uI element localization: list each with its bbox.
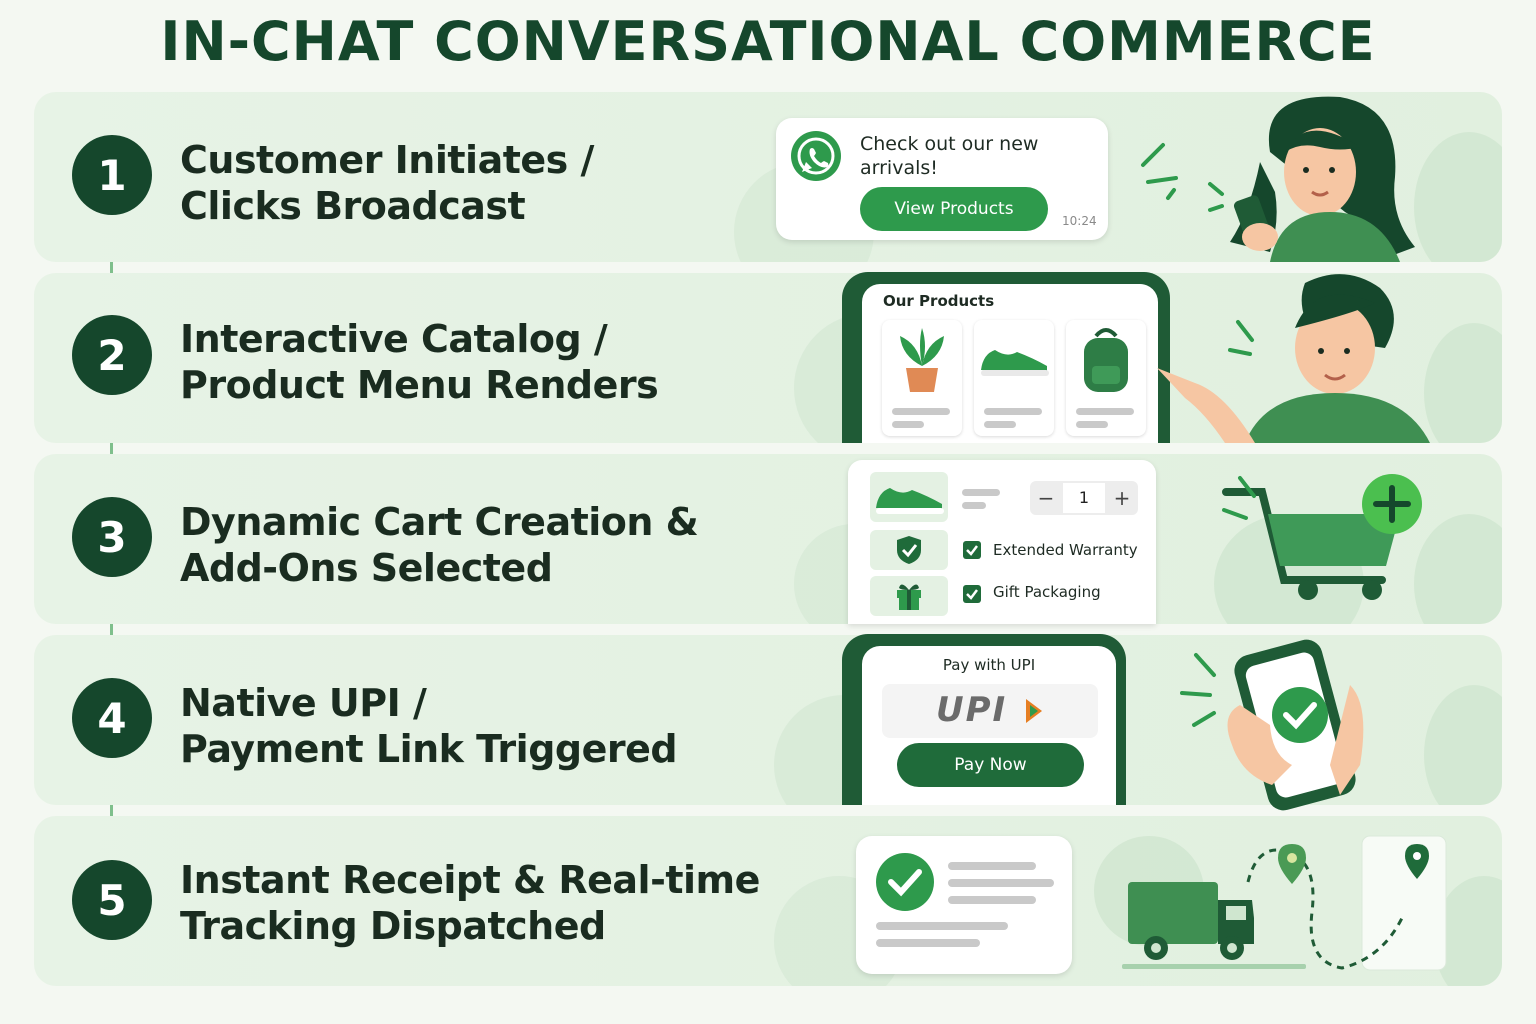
receipt-text-placeholder — [876, 922, 1008, 930]
step-number-2: 2 — [72, 315, 152, 395]
product-card-shoe[interactable] — [974, 320, 1054, 436]
backpack-icon — [1084, 328, 1128, 392]
chat-message-line1: Check out our new — [860, 133, 1039, 155]
step-title-4: Native UPI / Payment Link Triggered — [180, 680, 678, 772]
step-title-5-line2: Tracking Dispatched — [180, 904, 606, 948]
product-text-placeholder — [984, 408, 1042, 415]
addon-extended-warranty: Extended Warranty — [993, 541, 1138, 559]
gift-icon — [897, 584, 921, 610]
product-text-placeholder — [892, 421, 924, 428]
receipt-text-placeholder — [948, 879, 1054, 887]
step-number-4: 4 — [72, 678, 152, 758]
step-title-3-line2: Add-Ons Selected — [180, 546, 553, 590]
receipt-text-placeholder — [948, 862, 1036, 870]
receipt-text-placeholder — [876, 939, 980, 947]
step-title-3-line1: Dynamic Cart Creation & — [180, 500, 699, 544]
shield-check-icon — [897, 536, 921, 564]
quantity-plus-button[interactable]: + — [1113, 486, 1131, 510]
product-text-placeholder — [892, 408, 950, 415]
leaf-decoration — [1424, 685, 1502, 805]
step-number-5: 5 — [72, 860, 152, 940]
pay-now-button[interactable]: Pay Now — [897, 743, 1084, 787]
cart-item-text-placeholder — [962, 489, 1000, 496]
quantity-value[interactable]: 1 — [1063, 483, 1105, 513]
attention-lines-icon — [1208, 182, 1224, 212]
step-title-1-line2: Clicks Broadcast — [180, 184, 526, 228]
catalog-heading: Our Products — [883, 292, 995, 310]
attention-lines-icon — [1141, 143, 1178, 200]
leaf-decoration — [1414, 514, 1502, 624]
attention-lines-icon — [1228, 320, 1254, 356]
cart-item-text-placeholder — [962, 502, 986, 509]
chat-timestamp: 10:24 — [1062, 214, 1097, 228]
sneaker-icon — [981, 350, 1049, 376]
product-text-placeholder — [1076, 421, 1108, 428]
leaf-decoration — [1414, 132, 1502, 262]
quantity-minus-button[interactable]: − — [1037, 486, 1055, 510]
plant-icon — [900, 328, 944, 392]
step-title-1-line1: Customer Initiates / — [180, 138, 594, 182]
product-text-placeholder — [984, 421, 1016, 428]
step-title-5: Instant Receipt & Real-time Tracking Dis… — [180, 857, 760, 949]
step-title-4-line1: Native UPI / — [180, 681, 427, 725]
step-title-2: Interactive Catalog / Product Menu Rende… — [180, 316, 659, 408]
receipt-text-placeholder — [948, 896, 1036, 904]
check-circle-icon — [876, 853, 934, 911]
checkbox-checked-icon[interactable] — [962, 584, 982, 604]
checkbox-checked-icon[interactable] — [962, 540, 982, 560]
step-title-2-line1: Interactive Catalog / — [180, 317, 608, 361]
delivery-truck-icon — [1122, 882, 1306, 969]
view-products-button[interactable]: View Products — [860, 187, 1048, 231]
product-text-placeholder — [1076, 408, 1134, 415]
shopping-cart-add-icon — [1222, 474, 1422, 600]
payment-heading: Pay with UPI — [942, 656, 1036, 674]
step-title-5-line1: Instant Receipt & Real-time — [180, 858, 760, 902]
sneaker-icon — [876, 488, 944, 514]
upi-logo-box — [882, 684, 1098, 738]
tracking-route-icon — [1246, 835, 1447, 971]
phone-payment-success-illustration — [1180, 639, 1364, 811]
woman-with-phone-illustration — [1230, 96, 1415, 262]
step-title-3: Dynamic Cart Creation & Add-Ons Selected — [180, 499, 699, 591]
step-number-3: 3 — [72, 497, 152, 577]
step-title-2-line2: Product Menu Renders — [180, 363, 659, 407]
step-title-1: Customer Initiates / Clicks Broadcast — [180, 137, 594, 229]
leaf-decoration — [1424, 323, 1502, 443]
addon-gift-packaging: Gift Packaging — [993, 583, 1101, 601]
upi-logo: UPI — [936, 690, 1008, 730]
page-title: IN-CHAT CONVERSATIONAL COMMERCE — [160, 10, 1376, 73]
step-number-1: 1 — [72, 135, 152, 215]
chat-message-line2: arrivals! — [860, 157, 938, 179]
man-pointing-illustration — [1157, 274, 1430, 443]
whatsapp-icon — [791, 131, 841, 181]
step-title-4-line2: Payment Link Triggered — [180, 727, 678, 771]
chat-message: Check out our new arrivals! — [860, 132, 1038, 180]
upi-arrow-icon — [1026, 699, 1042, 723]
